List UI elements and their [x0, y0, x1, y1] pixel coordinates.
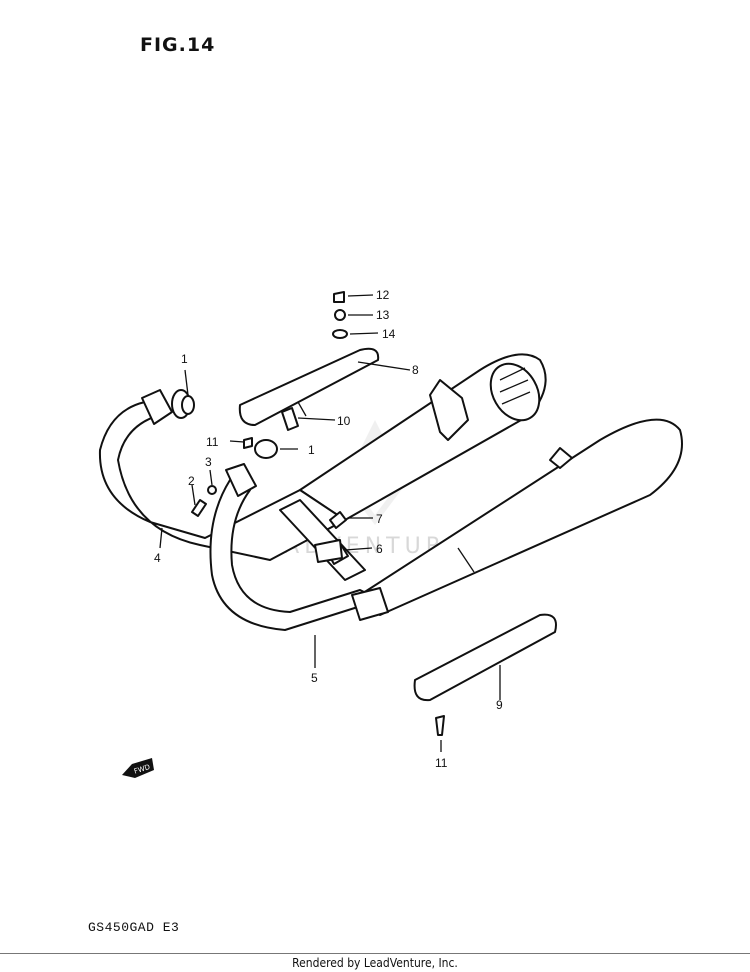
callout-11: 11	[435, 756, 448, 770]
clamp-6[interactable]	[314, 539, 343, 563]
callout-12: 12	[376, 288, 390, 302]
callout-3: 3	[205, 455, 212, 469]
bolt-12[interactable]	[333, 291, 345, 303]
callout-4: 4	[154, 551, 161, 565]
bolt-7[interactable]	[329, 511, 347, 529]
callout-10: 10	[337, 414, 351, 428]
bracket-10[interactable]	[281, 407, 299, 431]
fwd-arrow-icon: FWD	[122, 758, 154, 778]
heat-cover-lower[interactable]	[413, 613, 557, 702]
callout-14: 14	[382, 327, 396, 341]
callout-13: 13	[376, 308, 390, 322]
callout-labels: 1 1 2 3 4 5 6 7 8 9 10 11 11 12 13 14	[154, 288, 503, 770]
nut-14[interactable]	[332, 329, 348, 339]
muffler-lower[interactable]	[359, 418, 683, 616]
washer-13[interactable]	[334, 309, 346, 321]
callout-8: 8	[412, 363, 419, 377]
washer-3[interactable]	[207, 485, 217, 495]
callout-7: 7	[376, 512, 383, 526]
callout-6: 6	[376, 542, 383, 556]
screw-11a[interactable]	[243, 437, 253, 449]
heat-cover-upper[interactable]	[238, 347, 380, 426]
model-code: GS450GAD E3	[88, 920, 180, 935]
footer-credit: Rendered by LeadVenture, Inc.	[0, 953, 750, 972]
muffler-upper[interactable]	[299, 353, 549, 521]
callout-5: 5	[311, 671, 318, 685]
callout-1: 1	[181, 352, 188, 366]
callout-9: 9	[496, 698, 503, 712]
gasket-1b[interactable]	[254, 439, 278, 459]
leader-lines	[159, 294, 501, 752]
callout-11: 11	[206, 435, 219, 449]
figure-title: FIG.14	[140, 34, 216, 56]
gasket-1a[interactable]	[181, 395, 195, 415]
callout-2: 2	[188, 474, 195, 488]
screw-11b[interactable]	[435, 715, 445, 736]
stud-2[interactable]	[191, 499, 207, 517]
callout-1: 1	[308, 443, 315, 457]
